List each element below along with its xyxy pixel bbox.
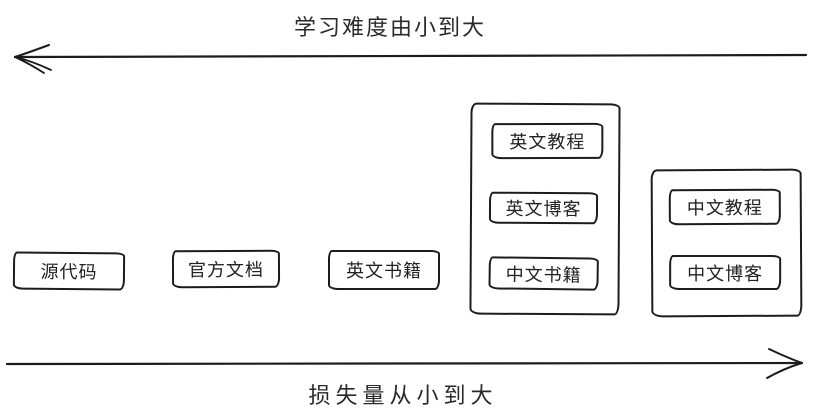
group-chinese-resources: 中文教程 中文博客	[650, 168, 803, 318]
right-arrow	[5, 348, 804, 379]
node-english-books: 英文书籍	[328, 250, 440, 290]
node-official-docs: 官方文档	[171, 249, 281, 289]
node-source-code: 源代码	[12, 251, 126, 291]
node-chinese-blogs: 中文博客	[669, 255, 782, 291]
node-english-blogs: 英文博客	[488, 191, 599, 225]
bottom-axis-label: 损失量从小到大	[308, 383, 498, 408]
node-english-tutorials: 英文教程	[491, 122, 604, 160]
node-chinese-books: 中文书籍	[488, 256, 599, 291]
left-arrow	[13, 44, 808, 74]
top-axis-label: 学习难度由小到大	[293, 15, 486, 40]
group-english-resources: 英文教程 英文博客 中文书籍	[469, 102, 621, 316]
node-chinese-tutorials: 中文教程	[668, 188, 781, 226]
